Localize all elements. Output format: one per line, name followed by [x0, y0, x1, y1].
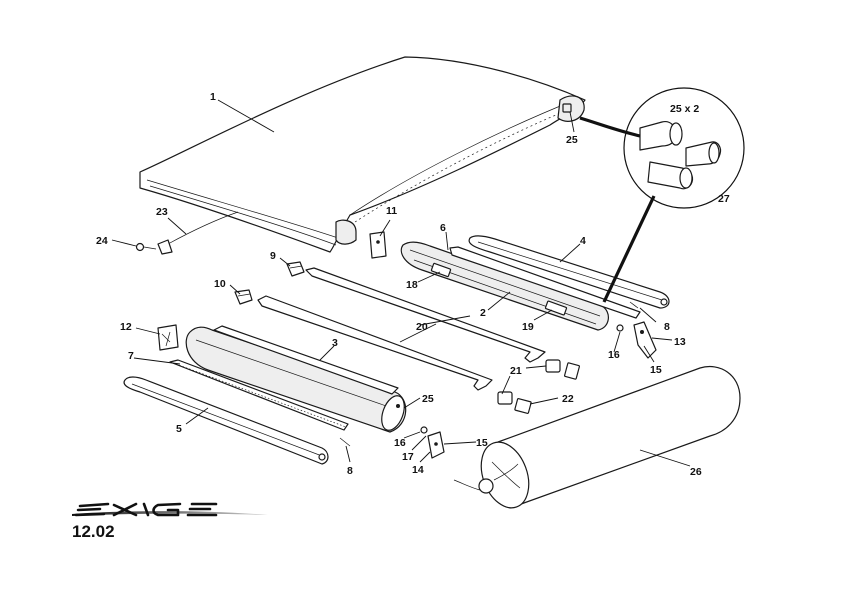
callout-26: 26: [690, 466, 702, 478]
storage-bag-part: [453, 366, 741, 509]
callout-10: 10: [214, 278, 226, 290]
callout-6: 6: [440, 222, 446, 234]
header-rail-part: [468, 235, 670, 309]
page-code: 12.02: [72, 522, 115, 541]
callout-5: 5: [176, 423, 182, 435]
callout-19: 19: [522, 321, 534, 333]
callout-22: 22: [562, 393, 574, 405]
callout-21: 21: [510, 365, 522, 377]
strap-part: [257, 267, 546, 391]
bracket-11-part: [369, 231, 387, 259]
cable-23-part: [157, 211, 239, 255]
callout-12: 12: [120, 321, 132, 333]
inset-link-line-2: [602, 195, 656, 303]
front-seal-rail-part: [123, 376, 329, 465]
callout-24: 24: [96, 235, 108, 247]
bracket-12-part: [157, 324, 179, 351]
latch-13-part: [633, 321, 657, 359]
callout-18: 18: [406, 279, 418, 291]
callout-15a: 15: [476, 437, 488, 449]
detail-inset-circle: [623, 87, 745, 209]
callout-25a: 25: [566, 134, 578, 146]
callout-27: 27: [718, 193, 730, 205]
callout-7: 7: [128, 350, 134, 362]
rail-seal-part: [169, 359, 349, 431]
callout-labels: 1 2 3 4 5 6 7 8 8 9 10 11 12 13 14 15 15…: [96, 91, 730, 478]
callout-11: 11: [386, 205, 397, 217]
exige-logo: [72, 502, 268, 517]
callout-16b: 16: [608, 349, 620, 361]
callout-23: 23: [156, 206, 168, 218]
clip-9-part: [286, 261, 305, 277]
rear-bow-assembly-part: [400, 241, 641, 331]
callout-8a: 8: [664, 321, 670, 333]
callout-1: 1: [210, 91, 216, 103]
callout-4: 4: [580, 235, 586, 247]
latch-14-part: [427, 431, 445, 459]
callout-3: 3: [332, 337, 338, 349]
screw-24-part: [135, 242, 157, 252]
roof-panel-part: [139, 56, 586, 253]
leader-lines: [111, 99, 691, 467]
callout-16a: 16: [394, 437, 406, 449]
callout-14: 14: [412, 464, 424, 476]
callout-15b: 15: [650, 364, 662, 376]
callout-20: 20: [416, 321, 428, 333]
roll-bar-tube-part: [185, 325, 407, 433]
callout-25x2: 25 x 2: [670, 103, 699, 115]
inset-link-line: [579, 116, 641, 138]
callout-25b: 25: [422, 393, 434, 405]
callout-9: 9: [270, 250, 276, 262]
bolt-16-part: [420, 324, 624, 434]
callout-13: 13: [674, 336, 686, 348]
callout-8b: 8: [347, 465, 353, 477]
gasket-22-part: [514, 362, 580, 414]
screw-8-part: [339, 301, 639, 447]
callout-17: 17: [402, 451, 414, 463]
callout-2: 2: [480, 307, 486, 319]
